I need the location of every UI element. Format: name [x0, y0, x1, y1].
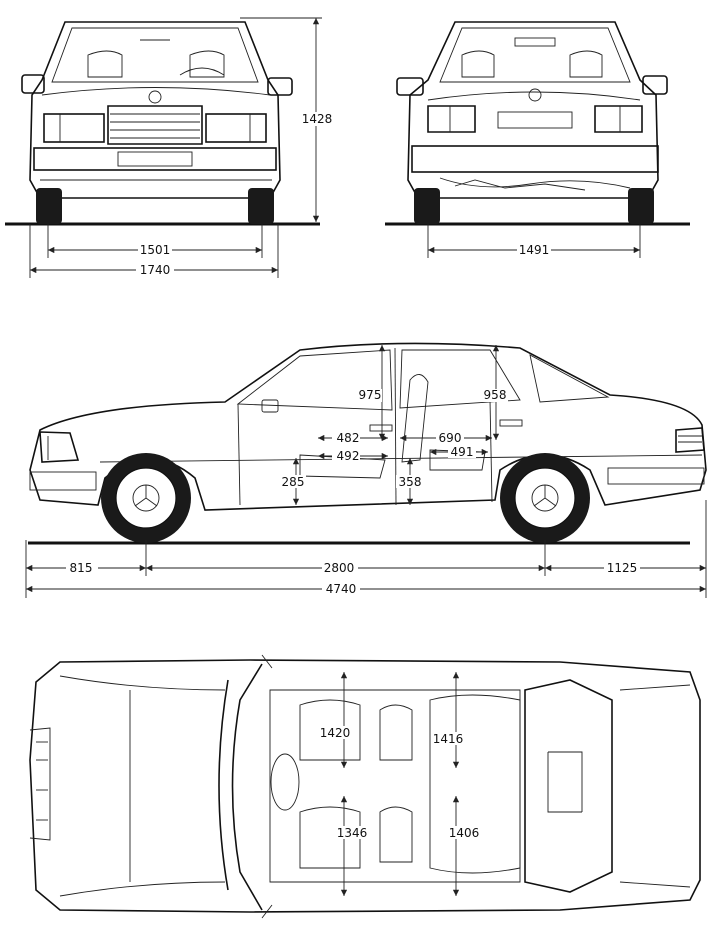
wheelbase-dim: 2800 [324, 561, 355, 575]
side-view: 975 958 482 492 690 491 285 358 815 280 [25, 342, 707, 598]
front-track-dim: 1501 [140, 243, 171, 257]
top-view: 1420 1346 1416 1406 [29, 654, 701, 919]
rear-overhang-dim: 1125 [607, 561, 638, 575]
rear-seat-depth-dim: 491 [451, 445, 474, 459]
front-headroom-dim: 975 [359, 388, 382, 402]
front-shoulder-dim: 1420 [320, 726, 351, 740]
front-height-dim: 1428 [302, 112, 333, 126]
front-hip-dim: 1346 [337, 826, 368, 840]
rear-track-dim: 1491 [519, 243, 550, 257]
rear-shoulder-dim: 1416 [433, 732, 464, 746]
rear-legroom-dim: 690 [439, 431, 462, 445]
front-width-dim: 1740 [140, 263, 171, 277]
rear-headroom-dim: 958 [484, 388, 507, 402]
front-seat-leg-dim: 492 [337, 449, 360, 463]
rear-hip-dim: 1406 [449, 826, 480, 840]
overall-length-dim: 4740 [326, 582, 357, 596]
rear-view: 1491 [385, 21, 690, 258]
front-view: 1428 1501 1740 [5, 17, 333, 278]
front-overhang-dim: 815 [70, 561, 93, 575]
front-seat-height-dim: 285 [282, 475, 305, 489]
rear-seat-height-dim: 358 [399, 475, 422, 489]
front-seat-depth-dim: 482 [337, 431, 360, 445]
